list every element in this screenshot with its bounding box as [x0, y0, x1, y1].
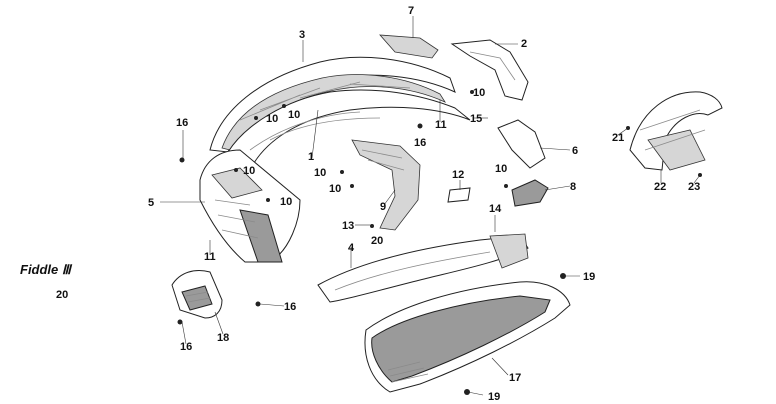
callout-1: 1 — [308, 151, 314, 163]
bolt-19a — [560, 273, 566, 279]
fasteners — [177, 90, 702, 395]
callout-10-a: 10 — [266, 113, 278, 125]
bolt-10a — [254, 116, 258, 120]
callout-7: 7 — [408, 5, 414, 17]
callout-16-d: 16 — [180, 341, 192, 353]
callout-18: 18 — [217, 332, 229, 344]
part-8-plate — [511, 179, 549, 207]
part-9-bracket — [351, 139, 421, 231]
callout-19-a: 19 — [583, 271, 595, 283]
part-18-vent-cover — [171, 270, 223, 319]
callout-8: 8 — [570, 181, 576, 193]
callout-12: 12 — [452, 169, 464, 181]
callout-10-c: 10 — [243, 165, 255, 177]
model-caption: Fiddle Ⅲ — [20, 262, 71, 277]
bolt-10f — [350, 184, 354, 188]
bolt-21 — [626, 126, 630, 130]
callout-10-f: 10 — [329, 183, 341, 195]
callout-16-b: 16 — [414, 137, 426, 149]
inset-fender-assembly — [629, 91, 723, 171]
bolt-16c — [255, 301, 261, 307]
callout-17: 17 — [509, 372, 521, 384]
part-7-top-bracket — [379, 34, 439, 59]
callout-3: 3 — [299, 29, 305, 41]
callout-23: 23 — [688, 181, 700, 193]
bolt-10g — [470, 90, 474, 94]
callout-19-b: 19 — [488, 391, 500, 403]
leader-lines — [160, 16, 701, 396]
callout-9: 9 — [380, 201, 386, 213]
callout-10-e: 10 — [314, 167, 326, 179]
bolt-23 — [698, 173, 702, 177]
part-12-emblem — [447, 187, 471, 203]
part-2-right-bracket — [450, 39, 529, 101]
part-17-vent-slots — [387, 361, 429, 383]
bolt-10d — [266, 198, 270, 202]
part-6-side-panel — [497, 119, 546, 169]
bolt-10e — [340, 170, 344, 174]
bolt-16b — [417, 123, 423, 129]
model-code: 20 — [56, 289, 69, 301]
part-17-bottom-cover — [364, 281, 571, 393]
callout-4: 4 — [348, 242, 355, 254]
bolt-10c — [234, 168, 238, 172]
callout-15: 15 — [470, 113, 482, 125]
bolt-10h — [504, 184, 508, 188]
callout-22: 22 — [654, 181, 666, 193]
bolt-13 — [370, 224, 374, 228]
bolt-19b — [464, 389, 470, 395]
bolt-16d — [177, 319, 183, 325]
bolt-16a — [179, 157, 185, 163]
callout-10-d: 10 — [280, 196, 292, 208]
callout-6: 6 — [572, 145, 578, 157]
part-1-leg-shield — [227, 89, 471, 171]
callout-11-a: 11 — [435, 119, 447, 131]
callout-5: 5 — [148, 197, 154, 209]
callout-2: 2 — [521, 38, 527, 50]
callout-16-c: 16 — [284, 301, 296, 313]
callout-labels: 3 7 2 10 10 10 11 15 16 16 1 6 10 10 10 … — [148, 5, 700, 403]
part-5-side-cover — [199, 149, 301, 263]
callout-16-a: 16 — [176, 117, 188, 129]
callout-11-b: 11 — [204, 251, 216, 263]
callout-20: 20 — [371, 235, 383, 247]
callout-21: 21 — [612, 132, 624, 144]
callout-10-h: 10 — [495, 163, 507, 175]
callout-10-g: 10 — [473, 87, 485, 99]
bolt-10b — [282, 104, 286, 108]
callout-10-b: 10 — [288, 109, 300, 121]
callout-13: 13 — [342, 220, 354, 232]
part-4-floor-panel — [317, 233, 529, 303]
callout-14: 14 — [489, 203, 502, 215]
